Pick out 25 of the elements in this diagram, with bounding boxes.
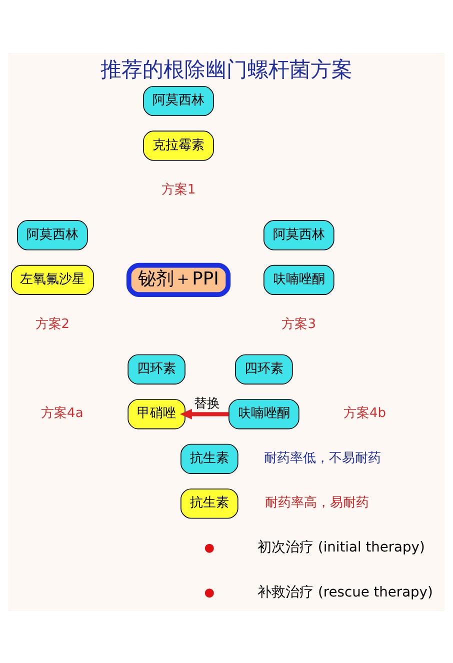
node-box: 阿莫西林 [17,220,88,250]
node-label: 耐药率低，不易耐药 [264,450,381,466]
node-box: 四环素 [235,354,293,384]
label: 方案3 [282,316,316,332]
node-box: 克拉霉素 [143,130,214,160]
label: 方案4b [344,406,386,421]
node-box: 呋喃唑酮 [228,398,300,429]
node-box: 抗生素 [180,443,238,474]
node-box: 呋喃唑酮 [264,264,334,294]
node-box: 阿莫西林 [143,85,214,116]
diagram-title: 推荐的根除幽门螺杆菌方案 [100,56,352,81]
node-label: 耐药率高，易耐药 [264,495,369,510]
label: 方案4a [41,406,84,421]
node-box: 阿莫西林 [264,220,334,250]
label: 方案2 [35,316,70,332]
label: 方案1 [161,182,196,198]
label: 补救治疗 (rescue therapy) [258,584,433,600]
node-box: 铋剂＋PPI [126,262,231,297]
label: 初次治疗 (initial therapy) [258,539,425,556]
node-box: 四环素 [128,354,186,384]
node-box: 抗生素 [180,488,238,518]
node-box: 甲硝唑 [128,398,186,429]
arrow [180,408,229,419]
edge-label: 替换 [194,396,220,411]
node-box: 左氧氟沙星 [10,264,94,294]
